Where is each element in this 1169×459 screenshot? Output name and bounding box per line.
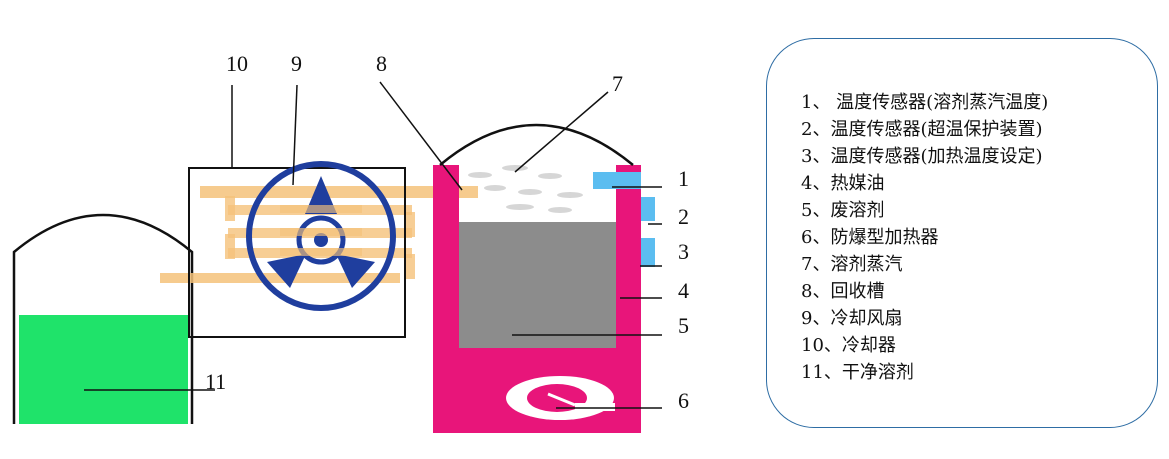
- legend-item-11: 11、干净溶剂: [801, 362, 914, 383]
- callout-10: 10: [226, 51, 248, 76]
- recovery-tank: [433, 123, 655, 433]
- callout-2: 2: [678, 204, 689, 229]
- callout-8: 8: [376, 51, 387, 76]
- legend-item-6: 6、防爆型加热器: [801, 227, 939, 248]
- legend-item-1: 1、 温度传感器(溶剂蒸汽温度): [801, 92, 1049, 113]
- clean-solvent-tank: [12, 213, 194, 424]
- legend-item-9: 9、冷却风扇: [801, 308, 903, 329]
- legend-item-3: 3、温度传感器(加热温度设定): [801, 146, 1043, 167]
- callout-9: 9: [291, 51, 302, 76]
- callout-6: 6: [678, 388, 689, 413]
- sensor-3: [641, 238, 655, 267]
- callout-5: 5: [678, 313, 689, 338]
- waste-solvent: [459, 222, 616, 348]
- recovery-system-diagram: 1 2 3 4 5 6 7 8 9 10 11: [12, 51, 689, 433]
- legend-box: 1、 温度传感器(溶剂蒸汽温度) 2、温度传感器(超温保护装置) 3、温度传感器…: [766, 38, 1158, 428]
- leader-lines: [84, 81, 662, 409]
- callout-7: 7: [612, 71, 623, 96]
- solvent-vapor: [468, 165, 583, 213]
- callout-11: 11: [205, 369, 226, 394]
- clean-solvent: [19, 315, 188, 424]
- callout-1: 1: [678, 166, 689, 191]
- legend-item-7: 7、溶剂蒸汽: [801, 254, 903, 275]
- sensor-2: [641, 197, 655, 221]
- legend-item-10: 10、冷却器: [801, 335, 896, 356]
- legend-item-4: 4、热媒油: [801, 173, 885, 194]
- heater-icon: [506, 376, 615, 420]
- fan-icon: [246, 161, 396, 311]
- legend-item-5: 5、废溶剂: [801, 200, 885, 221]
- legend-item-2: 2、温度传感器(超温保护装置): [801, 119, 1043, 140]
- legend-list: 1、 温度传感器(溶剂蒸汽温度) 2、温度传感器(超温保护装置) 3、温度传感器…: [767, 39, 1157, 386]
- callout-4: 4: [678, 278, 689, 303]
- callout-3: 3: [678, 239, 689, 264]
- legend-item-8: 8、回收槽: [801, 281, 885, 302]
- sensor-1: [593, 172, 641, 189]
